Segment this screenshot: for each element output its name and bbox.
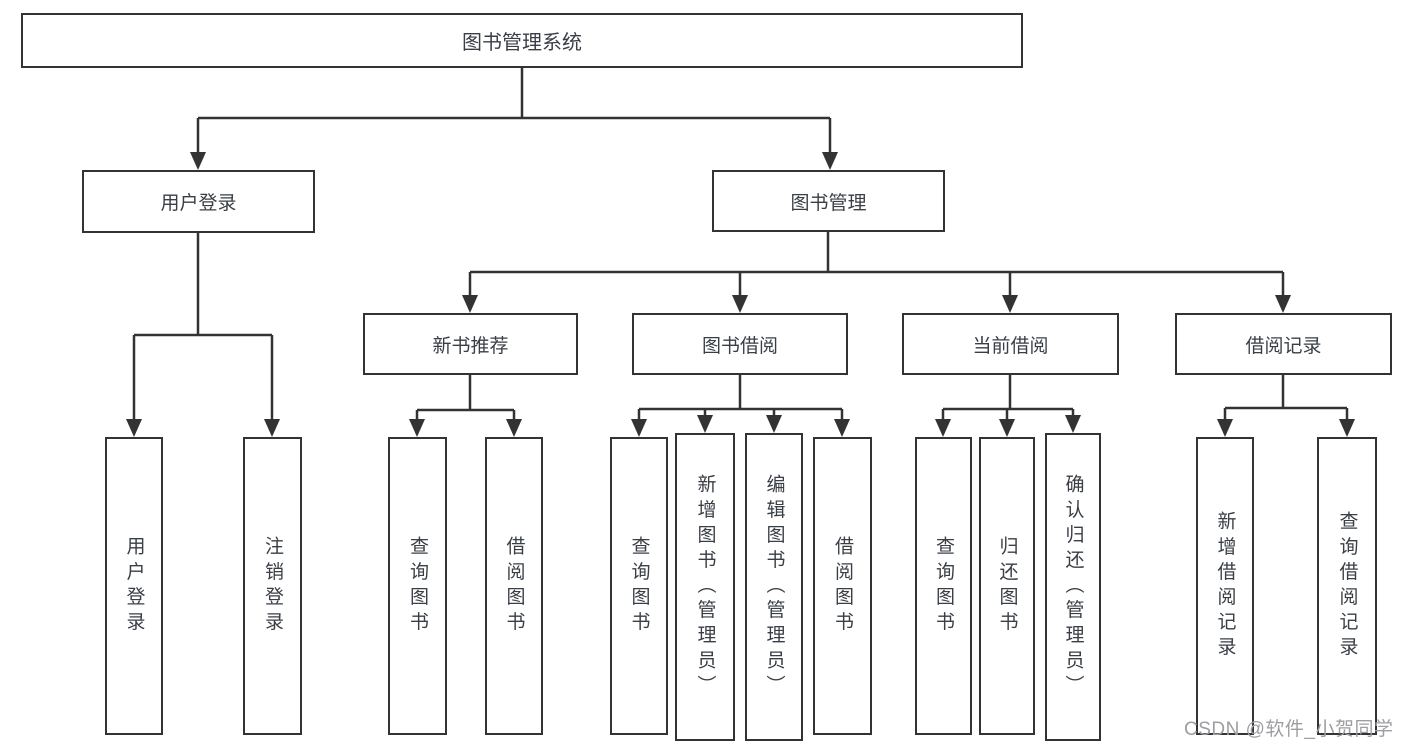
leaf-return-book: 归还图书 xyxy=(979,437,1035,735)
node-label: 图书管理系统 xyxy=(462,32,582,54)
leaf-borrow-books-recommend: 借阅图书 xyxy=(485,437,543,735)
leaf-add-borrow-record: 新增借阅记录 xyxy=(1196,437,1254,735)
node-label: 用户登录 xyxy=(123,535,145,637)
node-label: 归还图书 xyxy=(996,535,1018,637)
node-label: 借阅图书 xyxy=(503,535,525,637)
leaf-borrow-book: 借阅图书 xyxy=(813,437,872,735)
node-label: 查询借阅记录 xyxy=(1336,510,1358,662)
leaf-user-login: 用户登录 xyxy=(105,437,163,735)
node-borrow-records: 借阅记录 xyxy=(1175,313,1392,375)
node-label: 当前借阅 xyxy=(972,335,1049,357)
leaf-query-books-borrow: 查询图书 xyxy=(610,437,668,735)
node-label: 确认归还（管理员） xyxy=(1062,474,1084,700)
node-root-system: 图书管理系统 xyxy=(21,13,1023,68)
node-label: 图书管理 xyxy=(790,192,867,214)
leaf-query-books-current: 查询图书 xyxy=(915,437,972,735)
node-label: 新书推荐 xyxy=(432,335,509,357)
node-label: 查询图书 xyxy=(407,535,428,637)
node-label: 借阅图书 xyxy=(832,535,853,637)
node-user-login: 用户登录 xyxy=(82,170,315,233)
leaf-add-book-admin: 新增图书（管理员） xyxy=(675,433,735,741)
node-label: 查询图书 xyxy=(933,535,954,637)
leaf-edit-book-admin: 编辑图书（管理员） xyxy=(745,433,803,741)
node-book-management: 图书管理 xyxy=(712,170,945,232)
node-new-book-recommend: 新书推荐 xyxy=(363,313,578,375)
watermark-text: CSDN @软件_小贺同学 xyxy=(1184,719,1394,740)
node-label: 借阅记录 xyxy=(1245,335,1322,357)
node-label: 用户登录 xyxy=(160,193,237,214)
leaf-query-books-recommend: 查询图书 xyxy=(388,437,447,735)
node-label: 注销登录 xyxy=(262,535,283,637)
node-current-borrow: 当前借阅 xyxy=(902,313,1119,375)
leaf-logout: 注销登录 xyxy=(243,437,302,735)
node-label: 新增借阅记录 xyxy=(1214,510,1236,662)
node-label: 新增图书（管理员） xyxy=(694,474,716,700)
leaf-query-borrow-record: 查询借阅记录 xyxy=(1317,437,1377,735)
leaf-confirm-return-admin: 确认归还（管理员） xyxy=(1045,433,1101,741)
node-book-borrow: 图书借阅 xyxy=(632,313,848,375)
node-label: 编辑图书（管理员） xyxy=(763,474,785,700)
node-label: 查询图书 xyxy=(628,535,650,637)
node-label: 图书借阅 xyxy=(701,335,778,357)
